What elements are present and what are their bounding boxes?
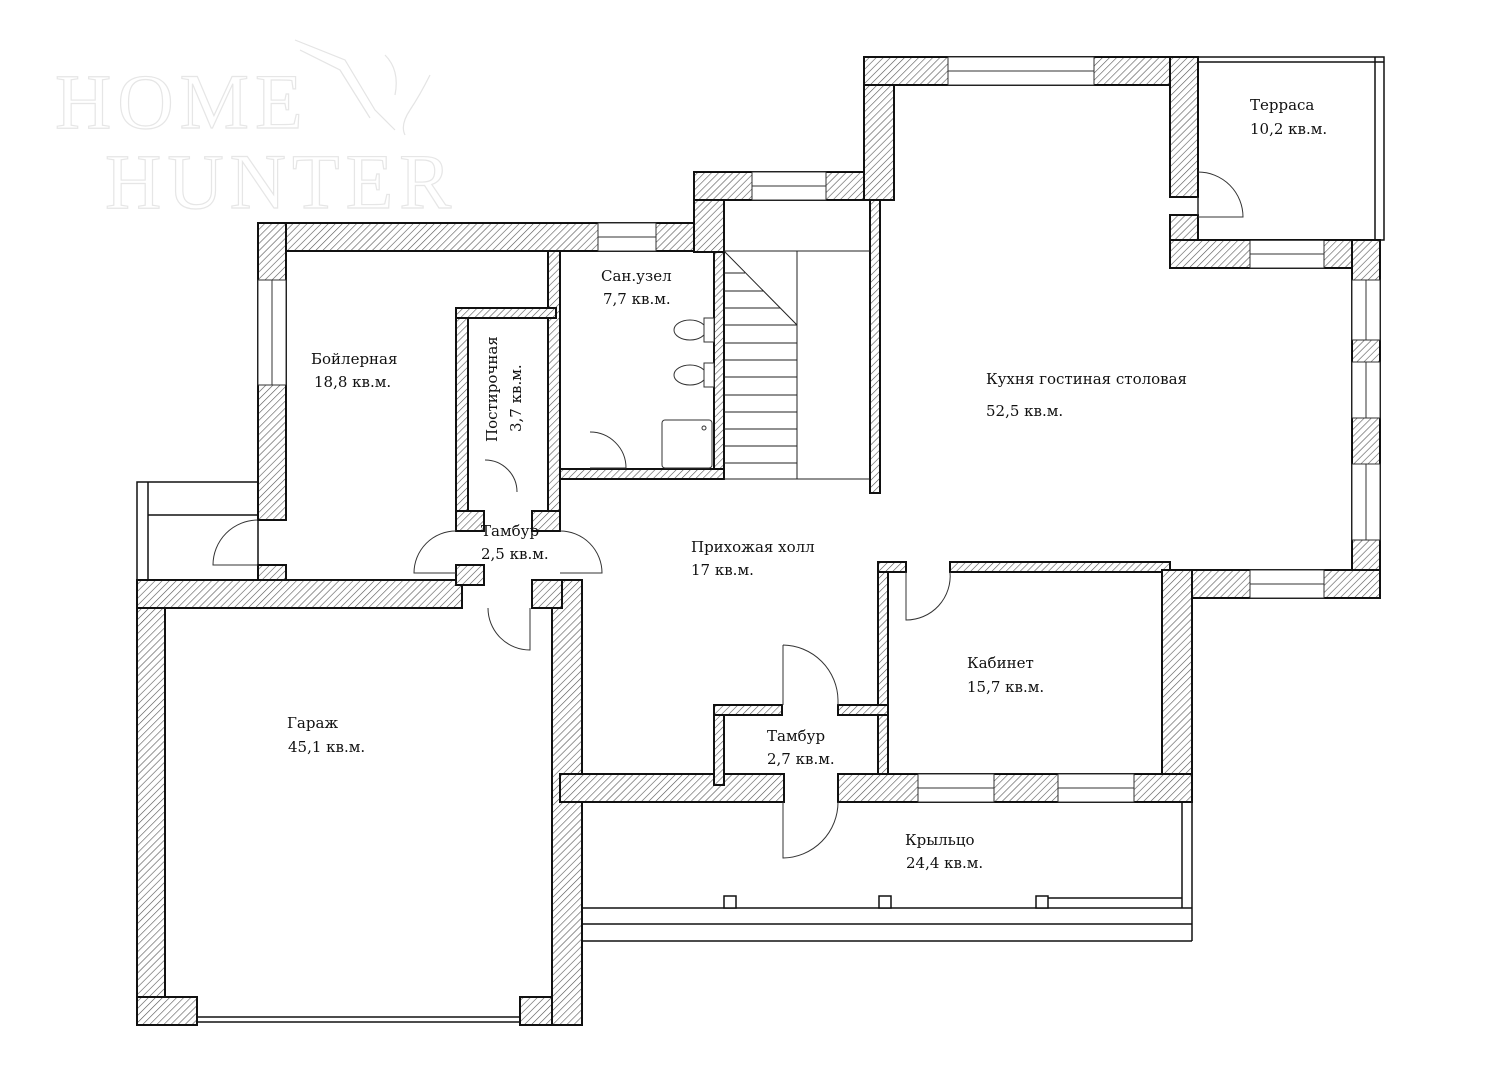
shower-tray-icon	[661, 419, 713, 469]
room-name: Постирочная	[483, 336, 501, 442]
room-area: 52,5 кв.м.	[986, 402, 1063, 420]
room-area: 15,7 кв.м.	[967, 678, 1044, 696]
room-garage: Гараж 45,1 кв.м.	[287, 714, 365, 756]
room-area: 18,8 кв.м.	[314, 373, 391, 391]
room-name: Крыльцо	[905, 831, 975, 849]
room-boiler: Бойлерная 18,8 кв.м.	[311, 350, 397, 391]
windows	[257, 56, 1381, 803]
room-labels: Бойлерная 18,8 кв.м. Постирочная 3,7 кв.…	[287, 96, 1327, 872]
room-terrace: Терраса 10,2 кв.м.	[1250, 96, 1327, 138]
room-study: Кабинет 15,7 кв.м.	[967, 654, 1044, 696]
room-name: Сан.узел	[601, 267, 672, 285]
watermark-line2: HUNTER	[105, 138, 457, 225]
toilet-icon	[673, 319, 707, 341]
room-name: Гараж	[287, 714, 338, 732]
room-area: 2,5 кв.м.	[481, 545, 549, 563]
room-area: 7,7 кв.м.	[603, 290, 671, 308]
room-name: Кабинет	[967, 654, 1034, 672]
eagle-icon	[294, 39, 431, 136]
room-name: Бойлерная	[311, 350, 397, 368]
room-hall: Прихожая холл 17 кв.м.	[691, 538, 815, 579]
room-area: 2,7 кв.м.	[767, 750, 835, 768]
room-name: Кухня гостиная столовая	[986, 370, 1187, 388]
room-area: 17 кв.м.	[691, 561, 754, 579]
room-name: Тамбур	[481, 522, 539, 540]
room-bathroom: Сан.узел 7,7 кв.м.	[601, 267, 672, 308]
porch-structure	[582, 802, 1193, 942]
garage-door	[197, 1016, 520, 1023]
room-name: Прихожая холл	[691, 538, 815, 556]
room-laundry: Постирочная 3,7 кв.м.	[483, 336, 525, 442]
walls	[136, 56, 1381, 1026]
doors	[212, 171, 1244, 859]
watermark-line1: HOME	[55, 58, 309, 145]
room-area: 45,1 кв.м.	[288, 738, 365, 756]
toilet-icon	[673, 364, 707, 386]
room-porch: Крыльцо 24,4 кв.м.	[905, 831, 983, 872]
room-area: 10,2 кв.м.	[1250, 120, 1327, 138]
room-vestibule-1: Тамбур 2,5 кв.м.	[481, 522, 549, 563]
room-name: Терраса	[1250, 96, 1314, 114]
bathroom-fixtures	[661, 317, 715, 469]
room-vestibule-2: Тамбур 2,7 кв.м.	[767, 727, 835, 768]
room-area: 24,4 кв.м.	[906, 854, 983, 872]
railings	[136, 56, 1385, 581]
room-name: Тамбур	[767, 727, 825, 745]
watermark: HOME HUNTER	[54, 39, 457, 226]
room-area: 3,7 кв.м.	[507, 364, 525, 432]
room-kitchen: Кухня гостиная столовая 52,5 кв.м.	[986, 370, 1187, 420]
staircase	[723, 250, 870, 480]
